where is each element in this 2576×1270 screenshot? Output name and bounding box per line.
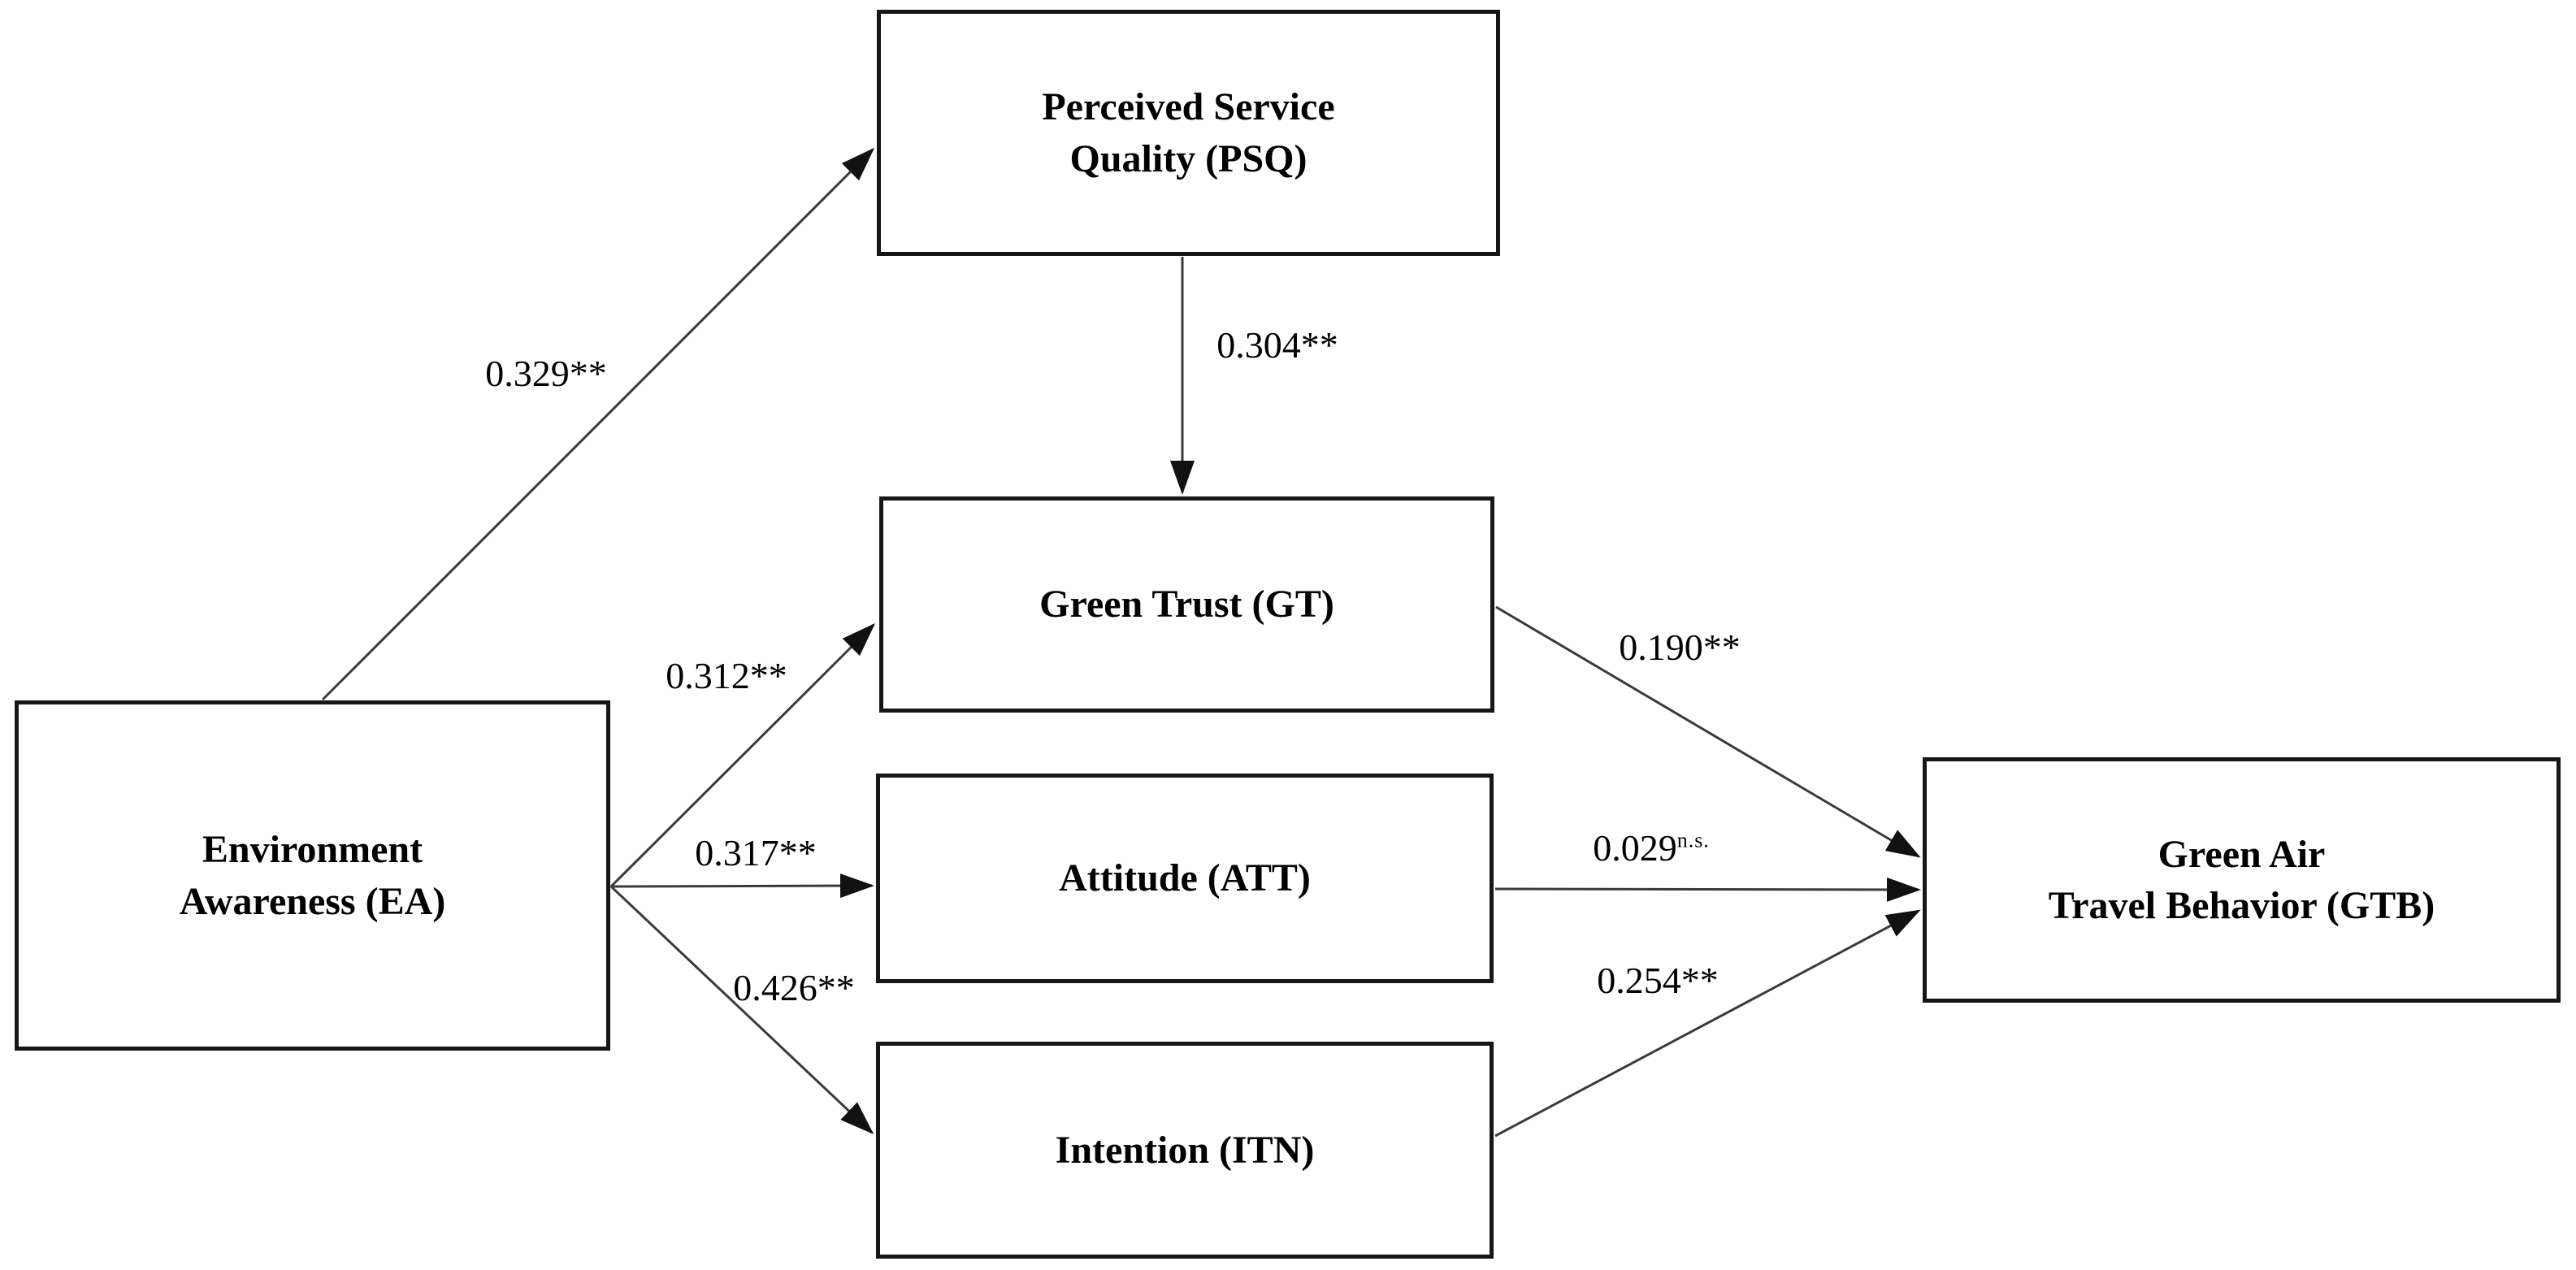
coefficient-gt-gtb: 0.190** bbox=[1619, 629, 1741, 666]
coefficient-value: 0.426** bbox=[733, 967, 855, 1008]
node-psq-label: Perceived Service Quality (PSQ) bbox=[1042, 85, 1335, 180]
coefficient-value: 0.254** bbox=[1597, 960, 1719, 1001]
arrow-att-gtb bbox=[1494, 877, 1921, 902]
arrow-ea-gt bbox=[609, 622, 876, 888]
node-ea-label: Environment Awareness (EA) bbox=[179, 828, 446, 923]
node-psq: Perceived Service Quality (PSQ) bbox=[877, 10, 1500, 256]
coefficient-value: 0.329** bbox=[485, 353, 607, 394]
arrow-ea-itn bbox=[609, 885, 874, 1135]
coefficient-ea-itn: 0.426** bbox=[733, 969, 855, 1007]
coefficient-ns-superscript: n.s. bbox=[1676, 828, 1710, 852]
coefficient-itn-gtb: 0.254** bbox=[1597, 962, 1719, 999]
coefficient-att-gtb: 0.029n.s. bbox=[1593, 830, 1710, 867]
node-gtb-label: Green Air Travel Behavior (GTB) bbox=[2048, 832, 2435, 927]
coefficient-ea-att: 0.317** bbox=[695, 834, 817, 872]
node-gt: Green Trust (GT) bbox=[879, 496, 1494, 713]
coefficient-ea-gt: 0.312** bbox=[666, 657, 787, 695]
node-itn-label: Intention (ITN) bbox=[1055, 1128, 1315, 1172]
coefficient-value: 0.317** bbox=[695, 832, 817, 873]
coefficient-value: 0.304** bbox=[1216, 324, 1338, 366]
node-att: Attitude (ATT) bbox=[876, 774, 1494, 983]
coefficient-psq-gt: 0.304** bbox=[1216, 327, 1338, 364]
arrow-itn-gtb bbox=[1494, 909, 1921, 1138]
node-gt-label: Green Trust (GT) bbox=[1039, 583, 1334, 626]
coefficient-ea-psq: 0.329** bbox=[485, 355, 607, 392]
node-gtb: Green Air Travel Behavior (GTB) bbox=[1923, 757, 2561, 1003]
arrow-gt-gtb bbox=[1495, 605, 1921, 858]
node-itn: Intention (ITN) bbox=[876, 1042, 1494, 1259]
coefficient-value: 0.029 bbox=[1593, 827, 1677, 869]
coefficient-value: 0.312** bbox=[666, 655, 787, 696]
node-ea: Environment Awareness (EA) bbox=[15, 700, 610, 1051]
arrow-ea-psq bbox=[321, 147, 875, 701]
coefficient-value: 0.190** bbox=[1619, 626, 1741, 668]
node-att-label: Attitude (ATT) bbox=[1059, 856, 1311, 900]
